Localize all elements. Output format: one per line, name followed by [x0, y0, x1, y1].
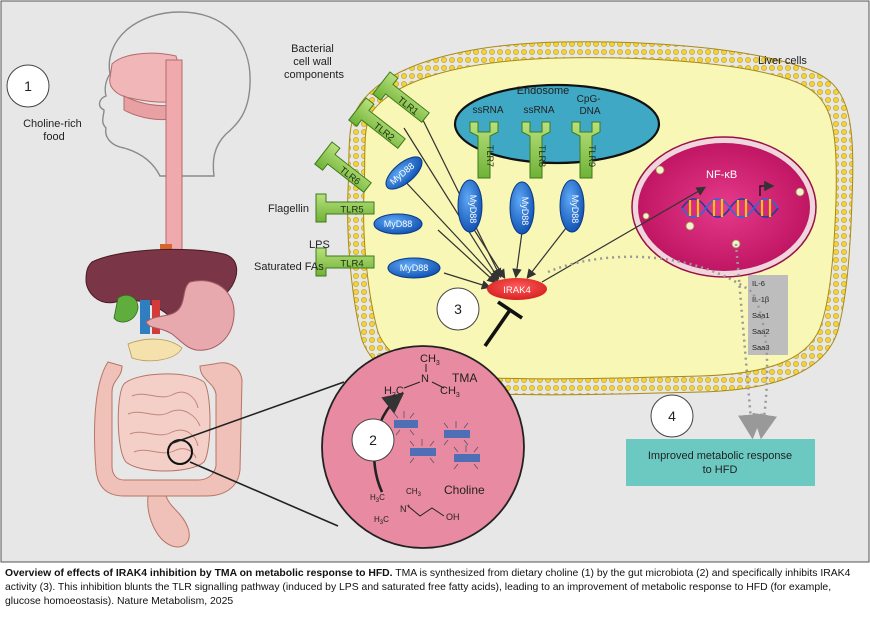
- svg-text:2: 2: [369, 432, 377, 448]
- esophagus: [165, 59, 183, 257]
- caption-body: TMA is synthesized from dietary choline …: [5, 568, 851, 608]
- myd88-label: MyD88: [400, 263, 429, 273]
- flagellin-label: Flagellin: [268, 203, 309, 215]
- caption-title: Overview of effects of IRAK4 inhibition …: [5, 568, 393, 579]
- myd88-adaptor: MyD88: [373, 213, 423, 235]
- svg-text:CH3: CH3: [440, 385, 460, 399]
- svg-text:to HFD: to HFD: [703, 464, 738, 476]
- dna-helix: [681, 198, 779, 218]
- svg-text:OH: OH: [446, 512, 460, 522]
- saturated-fas-label: Saturated FAs: [254, 261, 324, 273]
- tlr-label: TLR5: [340, 205, 363, 216]
- choline-structure: CH3 H3C H3C N+ OH: [370, 487, 460, 526]
- svg-text:Saa2: Saa2: [752, 327, 770, 336]
- myd88-adaptor: MyD88: [559, 179, 585, 233]
- large-intestine: [94, 361, 243, 497]
- endosome-label: Endosome: [517, 85, 570, 97]
- tlr-label: TLR9: [587, 145, 597, 167]
- cytokine-list: IL-6 IL-1β Saa1 Saa2 Saa3: [748, 275, 788, 355]
- svg-text:H3C: H3C: [384, 385, 404, 399]
- myd88-adaptor: MyD88: [457, 179, 483, 233]
- myd88-adaptor: MyD88: [509, 181, 535, 235]
- ssrna-label-2: ssRNA: [523, 105, 554, 116]
- step-4-badge: 4: [650, 394, 694, 438]
- myd88-adaptor: MyD88: [387, 257, 441, 279]
- svg-text:Saa1: Saa1: [752, 311, 770, 320]
- signalling-arrows: [401, 109, 707, 290]
- myd88-label: MyD88: [570, 195, 580, 224]
- svg-text:CH3: CH3: [420, 353, 440, 367]
- tlr-label: TLR8: [537, 145, 547, 167]
- myd88-label: MyD88: [468, 195, 478, 224]
- choline-food-label: Choline-rich food: [23, 118, 85, 143]
- mouth-nasal-cavity: [109, 52, 183, 103]
- outcome-box: Improved metabolic response to HFD: [626, 439, 815, 486]
- tlr-label: TLR4: [340, 259, 363, 270]
- step-3-badge: 3: [436, 287, 480, 331]
- inhibition-line: [483, 300, 523, 348]
- tma-label: TMA: [452, 371, 477, 385]
- tlr-receptor-tlr4: TLR4: [315, 247, 375, 277]
- myd88-label: MyD88: [384, 219, 413, 229]
- tlr-receptor-tlr8: TLR8: [521, 121, 551, 179]
- step-2-badge: 2: [351, 418, 395, 462]
- gut-bacteria: [393, 411, 480, 470]
- tlr-receptor-tlr9: TLR9: [571, 121, 601, 179]
- svg-text:3: 3: [454, 301, 462, 317]
- svg-text:4: 4: [668, 408, 676, 424]
- myd88-label: MyD88: [520, 197, 530, 226]
- tma-structure: CH3 N H3C CH3: [384, 353, 460, 399]
- stomach: [145, 280, 235, 351]
- nfkb-label: NF-κB: [706, 169, 737, 181]
- tlr-receptor-tlr7: TLR7: [469, 121, 499, 179]
- svg-text:H3C: H3C: [370, 493, 385, 504]
- tlr-receptor-tlr5: TLR5: [315, 193, 375, 223]
- svg-text:CH3: CH3: [406, 487, 422, 498]
- choline-label: Choline: [444, 483, 485, 497]
- dotted-output-arrow-2: [734, 243, 763, 440]
- figure-panel: 1 Choline-rich food Liver cells Endosome…: [0, 0, 870, 563]
- microbiota-circle: [321, 345, 525, 549]
- endosome: [453, 83, 661, 165]
- bacterial-components-label: Bacterial cell wall components: [284, 43, 344, 81]
- step-1-badge: 1: [6, 64, 50, 108]
- svg-text:Improved metabolic response: Improved metabolic response: [648, 450, 792, 462]
- lps-label: LPS: [309, 239, 330, 251]
- figure-caption: Overview of effects of IRAK4 inhibition …: [5, 567, 865, 610]
- dotted-output-arrow-1: [547, 255, 778, 440]
- small-intestine: [117, 373, 211, 472]
- irak4-label: IRAK4: [503, 285, 530, 296]
- tlr-label: TLR7: [485, 145, 495, 167]
- nucleus: [631, 136, 817, 278]
- human-digestive-illustration: [85, 11, 345, 548]
- svg-text:IL-6: IL-6: [752, 279, 765, 288]
- liver-cells-label: Liver cells: [758, 55, 807, 67]
- svg-text:IL-1β: IL-1β: [752, 295, 770, 304]
- cpg-dna-label: CpG- DNA: [577, 94, 604, 117]
- svg-text:N: N: [421, 373, 429, 385]
- irak4-node: [487, 278, 547, 300]
- svg-text:Saa3: Saa3: [752, 343, 770, 352]
- svg-text:H3C: H3C: [374, 515, 389, 526]
- svg-text:1: 1: [24, 78, 32, 94]
- ssrna-label-1: ssRNA: [472, 105, 503, 116]
